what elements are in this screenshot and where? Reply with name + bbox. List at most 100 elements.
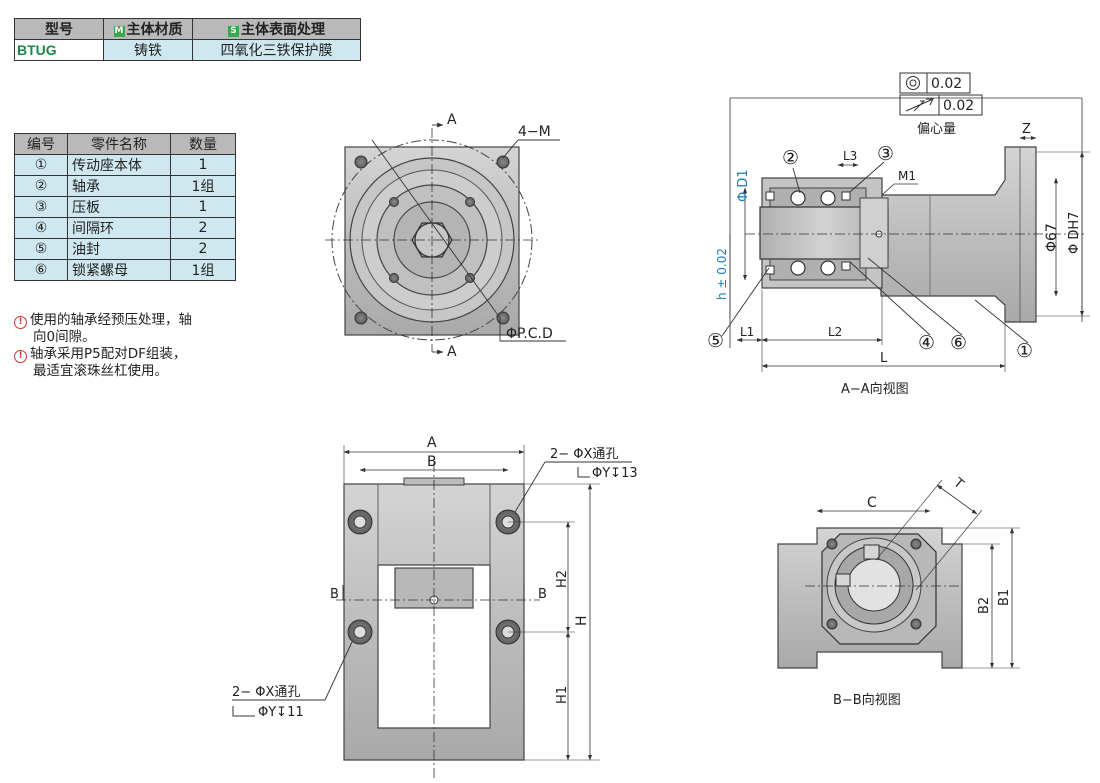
label-a: A	[427, 435, 437, 451]
concentricity-icon	[906, 76, 920, 90]
pcd-label: ΦP.C.D	[506, 326, 553, 342]
bb-hole	[910, 538, 922, 550]
ext-line	[875, 479, 943, 561]
runout-frame	[899, 94, 983, 116]
spec-header-surface-label: 主体表面处理	[241, 22, 325, 38]
label-d1: Φ D1	[736, 169, 751, 202]
bb-section-ticks	[342, 585, 525, 600]
pcd-leader	[371, 139, 501, 319]
part-no: ①	[14, 154, 68, 176]
part-qty: 1	[170, 196, 236, 218]
mount-hole	[496, 311, 510, 325]
bb-key-top	[863, 544, 880, 560]
label-z: Z	[1022, 122, 1031, 137]
part-name: 压板	[67, 196, 171, 218]
callout-5: ⑤	[707, 330, 724, 352]
label-h: h ± 0.02	[715, 248, 729, 300]
part-name: 间隔环	[67, 217, 171, 239]
ball	[820, 190, 836, 206]
bb-view-title: B−B向视图	[833, 692, 901, 708]
bb-view: C T B2 B1 B−B向视图	[777, 475, 1020, 708]
parts-header-qty: 数量	[170, 133, 236, 155]
dim-t	[936, 484, 978, 515]
label-h1: H1	[555, 686, 570, 704]
surface-badge-icon: S	[228, 26, 239, 37]
cbore-icon	[577, 467, 590, 478]
seal	[765, 265, 775, 275]
part-no: ⑥	[14, 259, 68, 281]
label-b: B	[427, 454, 437, 470]
top-cbore-label: ΦY↧13	[592, 466, 638, 481]
bb-hole	[826, 618, 838, 630]
ext-line	[915, 509, 983, 591]
note-text: 向0间隙。	[33, 329, 96, 345]
cbore-icon	[232, 706, 255, 717]
label-l1: L1	[740, 325, 754, 339]
note-item: !轴承采用P5配对DF组装，	[14, 346, 249, 363]
label-t: T	[950, 475, 967, 492]
through-hole	[353, 625, 367, 639]
leader-1	[974, 299, 1029, 344]
spec-surface-value: 四氧化三铁保护膜	[192, 39, 361, 61]
balls	[790, 190, 836, 276]
callout-3: ③	[877, 143, 894, 165]
mount-hole	[354, 155, 368, 169]
bb-hole	[910, 618, 922, 630]
plate-hole	[389, 273, 399, 283]
side-view: A B H H2 H1 B B 2− ΦX通孔 ΦY↧13 2− ΦX通孔 ΦY…	[232, 435, 638, 780]
plate-hole	[465, 273, 475, 283]
housing	[880, 146, 1037, 323]
section-view: 0.02 0.02 偏心量 Z Φ67	[707, 72, 1090, 397]
bottom-hole-leader	[324, 641, 353, 701]
callout-6: ⑥	[950, 332, 967, 354]
note-text: 最适宜滚珠丝杠使用。	[33, 363, 168, 379]
ball	[790, 190, 806, 206]
plate-hole	[465, 197, 475, 207]
part-no: ③	[14, 196, 68, 218]
section-label-bottom: A	[447, 344, 457, 360]
leader-4	[849, 261, 931, 336]
ball	[790, 260, 806, 276]
label-l2: L2	[828, 325, 842, 339]
note-text: 轴承采用P5配对DF组装，	[30, 346, 187, 362]
seal	[841, 191, 851, 201]
leader-3	[849, 161, 885, 193]
note-text: 使用的轴承经预压处理，轴	[30, 312, 192, 328]
m1-leader	[881, 183, 895, 196]
part-no: ②	[14, 175, 68, 197]
bb-key-left	[835, 573, 851, 587]
part-qty: 1组	[170, 175, 236, 197]
label-m1: M1	[898, 169, 916, 183]
label-b1: B1	[997, 589, 1012, 606]
label-d67: Φ67	[1044, 223, 1060, 252]
hole-label: 4−M	[518, 124, 551, 140]
part-qty: 1	[170, 154, 236, 176]
mounting-holes	[354, 155, 510, 325]
callout-leaders	[721, 161, 1029, 344]
top-hole-leader	[514, 461, 546, 513]
tolerance-value-2: 0.02	[943, 98, 974, 114]
part-qty: 2	[170, 217, 236, 239]
label-c: C	[867, 495, 877, 511]
leader-2	[792, 167, 801, 194]
spec-header-material-label: 主体材质	[126, 22, 183, 38]
bearing-bottom	[769, 257, 867, 281]
label-h: H	[574, 615, 590, 626]
label-br: B	[538, 587, 547, 602]
label-bl: B	[330, 587, 339, 602]
callout-2: ②	[782, 147, 799, 169]
label-l: L	[880, 351, 888, 366]
section-view-title: A−A向视图	[841, 381, 909, 397]
seal	[841, 261, 851, 271]
label-dh7: Φ DH7	[1067, 212, 1082, 254]
spec-header-model: 型号	[14, 18, 104, 40]
seal	[765, 191, 775, 201]
